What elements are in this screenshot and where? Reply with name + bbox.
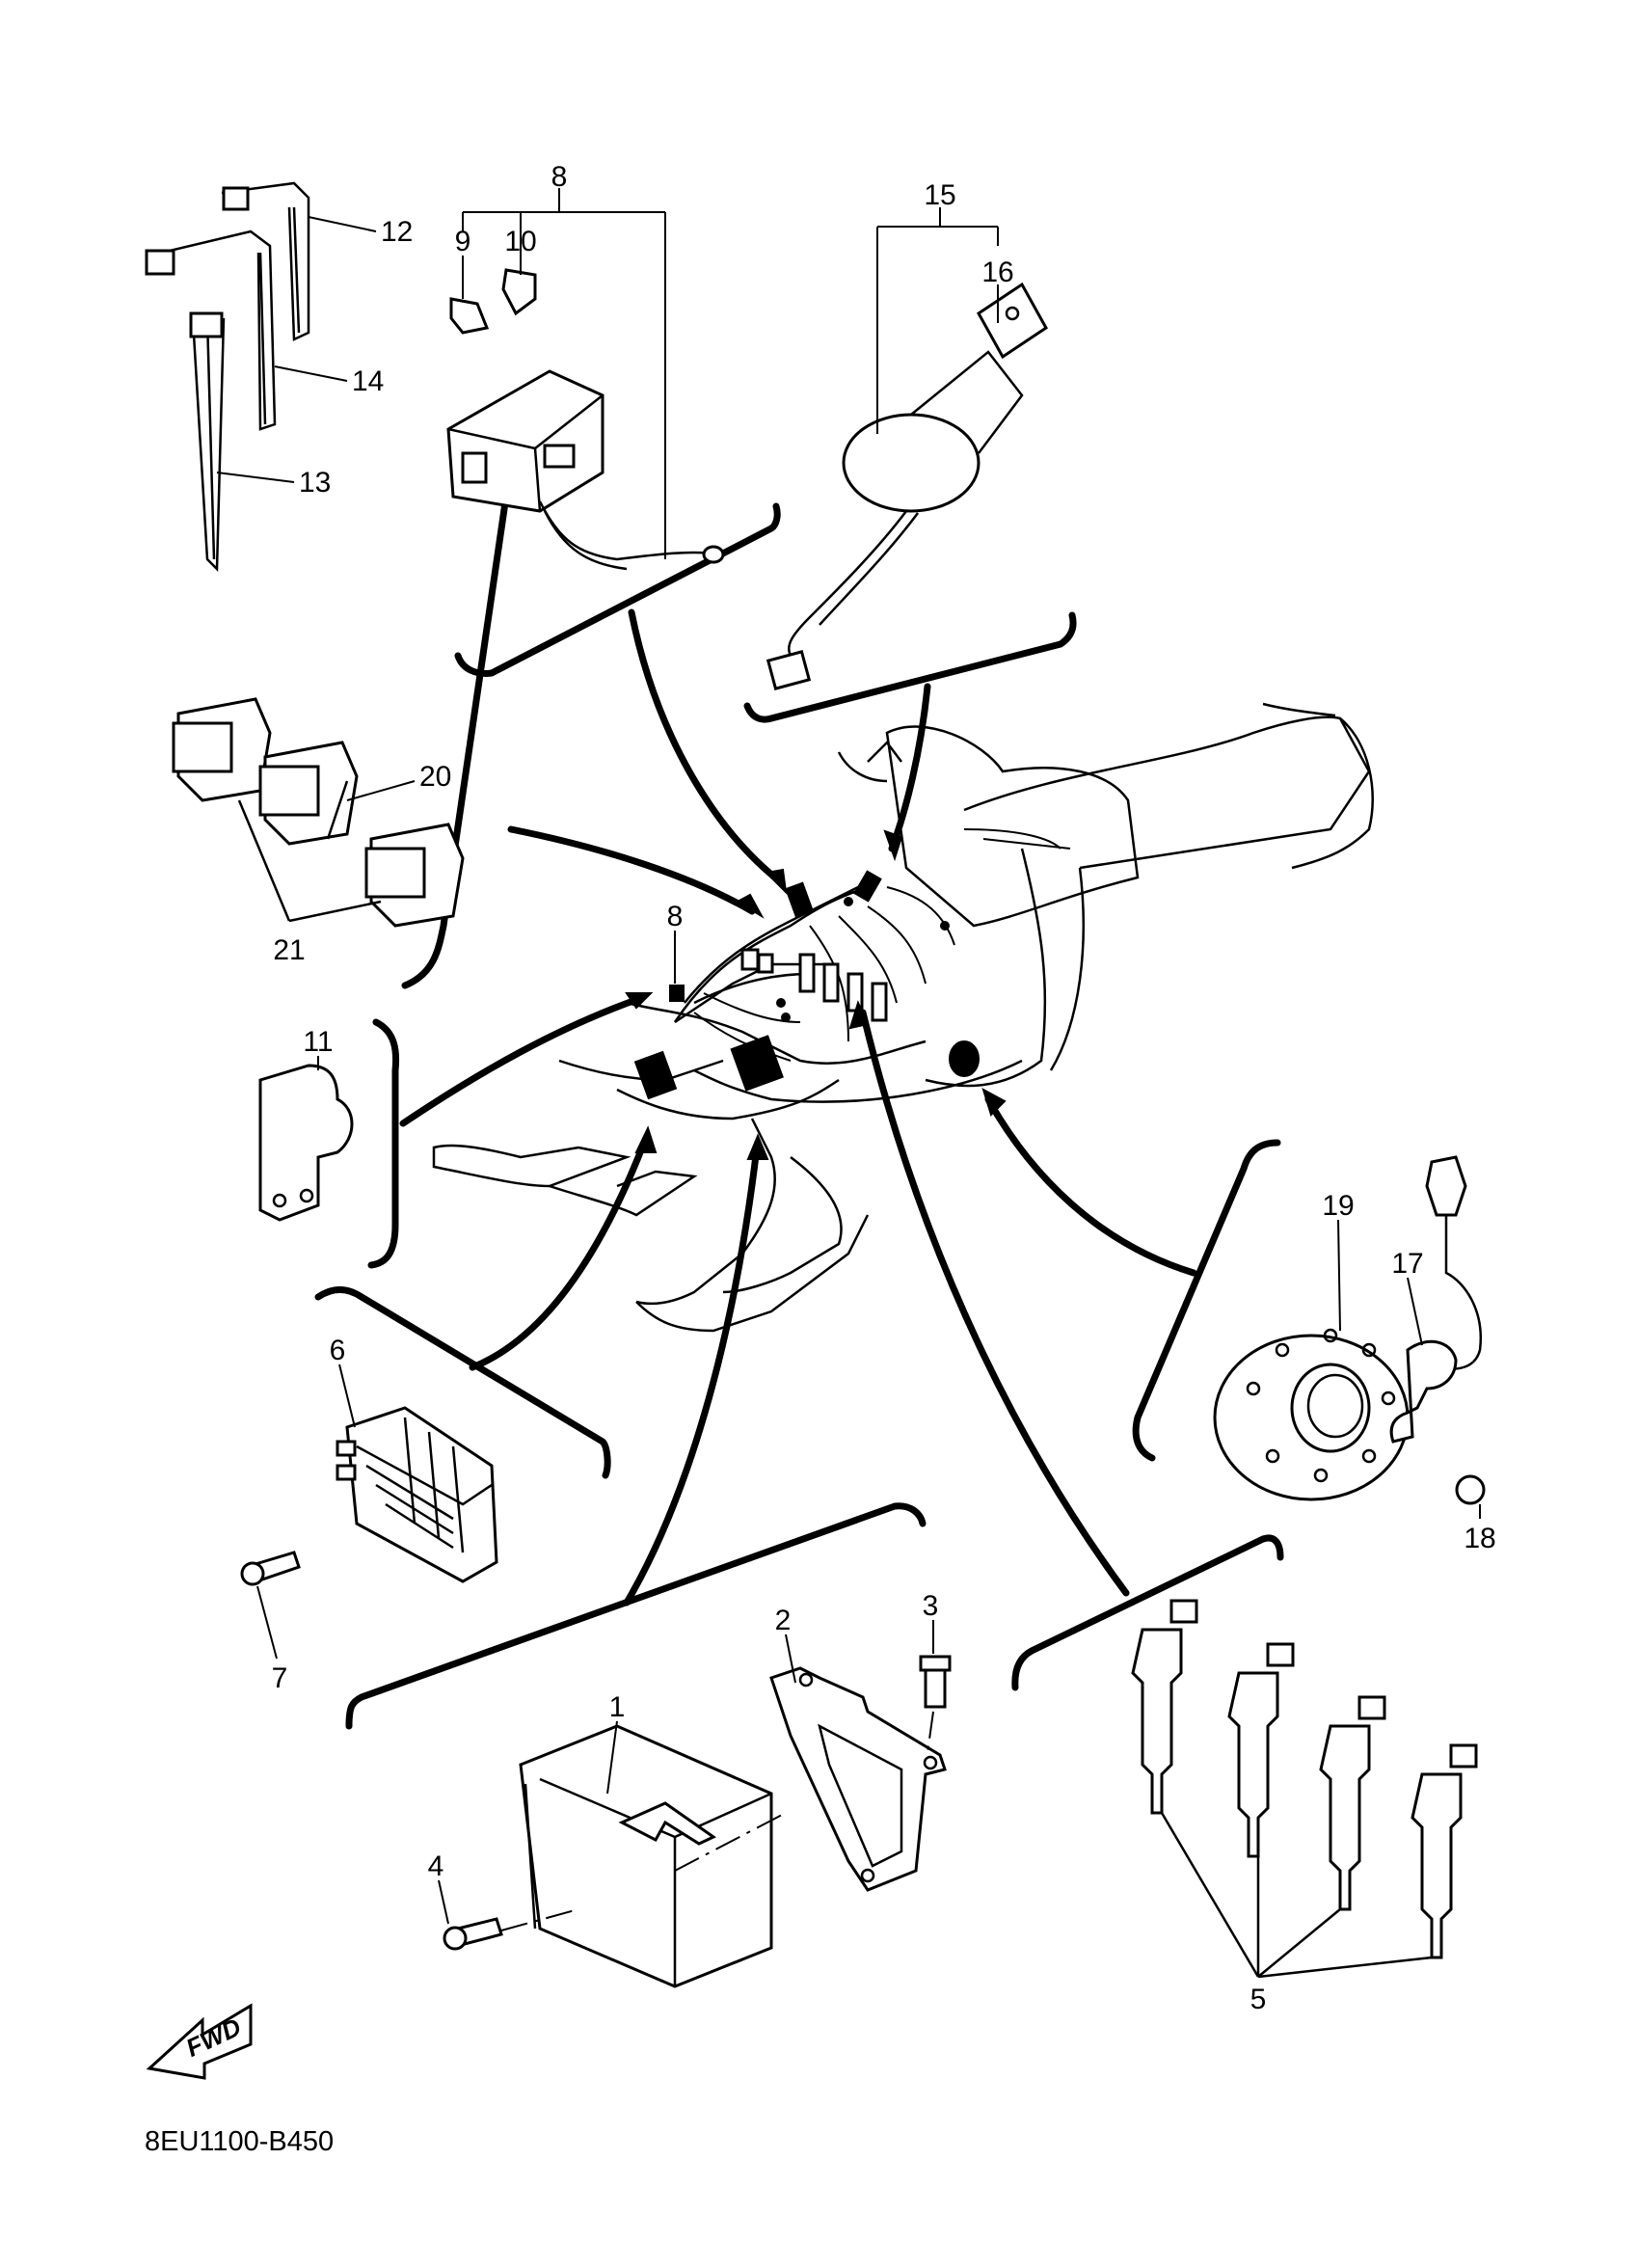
pickup-sensor-drawing: [1213, 1155, 1486, 1505]
bolts-drawing: [443, 1655, 952, 1951]
diagram-code: 8EU1100-B450: [145, 2126, 334, 2157]
callout-2: 2: [775, 1605, 792, 1636]
callout-9: 9: [455, 226, 471, 257]
callout-1: 1: [609, 1691, 626, 1723]
callout-11: 11: [303, 1026, 333, 1058]
fuse-box-drawing: [446, 268, 725, 571]
callout-6: 6: [330, 1335, 346, 1366]
cable-ties-drawing: [145, 181, 310, 572]
ecu-drawing: [519, 1724, 773, 1988]
callout-8-lower: 8: [667, 901, 684, 932]
main-switch-drawing: [766, 282, 1048, 690]
callout-12: 12: [381, 216, 413, 248]
callout-13: 13: [299, 467, 331, 499]
callout-5: 5: [1250, 1984, 1267, 2015]
ecu-bracket-drawing: [769, 1666, 947, 1892]
callout-19: 19: [1322, 1190, 1354, 1222]
group-brackets: [314, 411, 1284, 1730]
callout-17: 17: [1391, 1248, 1423, 1280]
rectifier-drawing: [240, 1406, 498, 1586]
callout-3: 3: [923, 1590, 939, 1622]
callout-15: 15: [924, 179, 955, 211]
callout-10: 10: [504, 226, 536, 257]
callout-8-top: 8: [551, 161, 568, 193]
callout-4: 4: [428, 1850, 444, 1882]
callout-18: 18: [1464, 1523, 1495, 1554]
bracket-11-drawing: [258, 1064, 354, 1222]
relays-drawing: [172, 697, 465, 928]
callout-20: 20: [419, 761, 451, 793]
leader-arrowheads: [625, 829, 1007, 1160]
callout-16: 16: [981, 256, 1013, 288]
engine-assembly-drawing: [432, 702, 1374, 1333]
callout-labels: 8 9 10 12 14 13 15 16 20 21 8 11 19 17 6…: [272, 161, 1496, 2015]
callout-14: 14: [352, 365, 384, 397]
fwd-arrow: FWD: [146, 2003, 253, 2080]
callout-leaders: [216, 188, 1481, 1925]
callout-21: 21: [273, 934, 305, 966]
ignition-coils-drawing: [1131, 1599, 1478, 1979]
callout-7: 7: [272, 1662, 288, 1694]
